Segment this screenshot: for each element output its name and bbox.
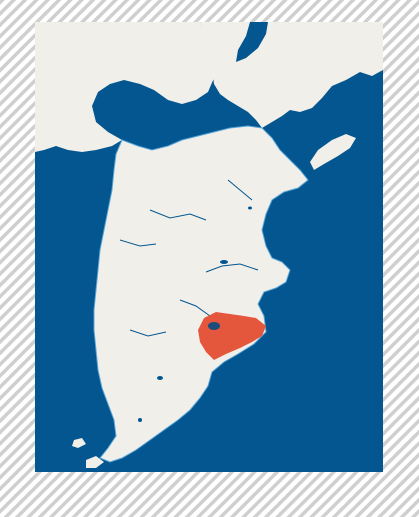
map-panel xyxy=(35,22,383,472)
lake-in-region xyxy=(208,322,220,330)
coast-outline xyxy=(93,125,309,463)
lakes xyxy=(138,206,252,422)
island-southwest xyxy=(72,438,86,448)
island-south xyxy=(86,456,104,468)
peninsula xyxy=(94,126,308,462)
cape-east xyxy=(310,134,356,170)
mainland-west xyxy=(35,22,214,152)
bay-inlet xyxy=(236,22,268,62)
rivers xyxy=(119,179,259,337)
